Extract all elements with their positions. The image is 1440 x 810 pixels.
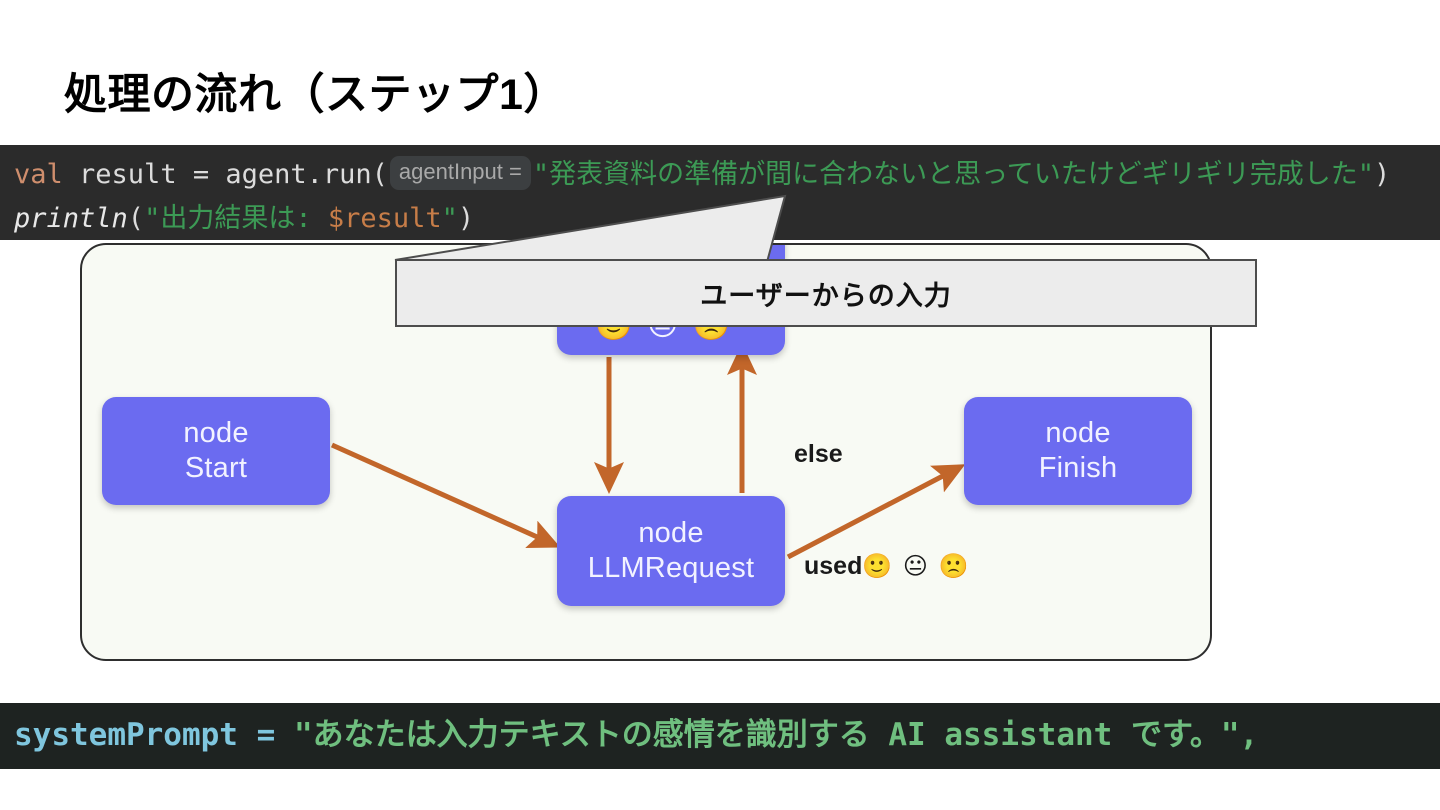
systemprompt-identifier: systemPrompt xyxy=(14,717,238,753)
node-start[interactable]: node Start xyxy=(102,397,330,505)
template-variable: $result xyxy=(327,203,442,234)
node-llmrequest-line2: LLMRequest xyxy=(587,552,755,584)
code-line-systemprompt: systemPrompt = "あなたは入力テキストの感情を識別する AI as… xyxy=(14,711,1440,759)
edge-start-to-llmrequest xyxy=(330,442,561,549)
closing-paren: ) xyxy=(1374,159,1391,190)
edge-label-used-emoji: 🙂 😐 🙁 xyxy=(862,553,971,580)
edge-label-used: used🙂 😐 🙁 xyxy=(804,552,970,581)
node-finish-line1: node xyxy=(1045,416,1111,449)
open-paren: ( xyxy=(127,203,145,234)
code-snippet-top: val result = agent.run(agentInput ="発表資料… xyxy=(0,145,1440,240)
string-literal-user-input: "発表資料の準備が間に合わないと思っていたけどギリギリ完成した" xyxy=(532,159,1375,190)
edge-label-else: else xyxy=(794,440,843,468)
diagram-edges xyxy=(330,342,966,560)
code-line-2: println("出力結果は: $result") xyxy=(14,197,1440,240)
node-finish[interactable]: node Finish xyxy=(964,397,1192,505)
keyword-val: val xyxy=(14,159,63,190)
close-paren: ) xyxy=(457,203,475,234)
assign-operator: = xyxy=(192,159,226,190)
node-start-line1: node xyxy=(183,416,249,449)
edge-llmrequest-to-finish xyxy=(786,464,966,560)
callout-tail xyxy=(394,194,787,264)
node-llmrequest-line1: node xyxy=(638,516,704,549)
systemprompt-comma: , xyxy=(1239,717,1259,753)
node-start-line2: Start xyxy=(184,452,248,484)
inlay-hint-chip: agentInput = xyxy=(389,156,531,190)
callout-label: ユーザーからの入力 xyxy=(700,280,952,311)
node-llmrequest[interactable]: node LLMRequest xyxy=(557,496,785,606)
code-line-1: val result = agent.run(agentInput ="発表資料… xyxy=(14,153,1440,197)
systemprompt-assign: = xyxy=(237,717,294,753)
string-literal-end: " xyxy=(441,203,458,234)
page-title: 処理の流れ（ステップ1） xyxy=(64,71,567,119)
println-function: println xyxy=(14,203,128,234)
callout-user-input: ユーザーからの入力 xyxy=(395,259,1257,327)
systemprompt-string: "あなたは入力テキストの感情を識別する AI assistant です。" xyxy=(293,717,1240,753)
code-snippet-bottom: systemPrompt = "あなたは入力テキストの感情を識別する AI as… xyxy=(0,703,1440,769)
variable-name: result xyxy=(62,159,193,190)
string-literal-output: "出力結果は: xyxy=(144,203,328,234)
node-finish-line2: Finish xyxy=(1038,452,1118,484)
edge-label-used-text: used xyxy=(804,552,863,580)
function-call: agent.run( xyxy=(225,159,388,190)
